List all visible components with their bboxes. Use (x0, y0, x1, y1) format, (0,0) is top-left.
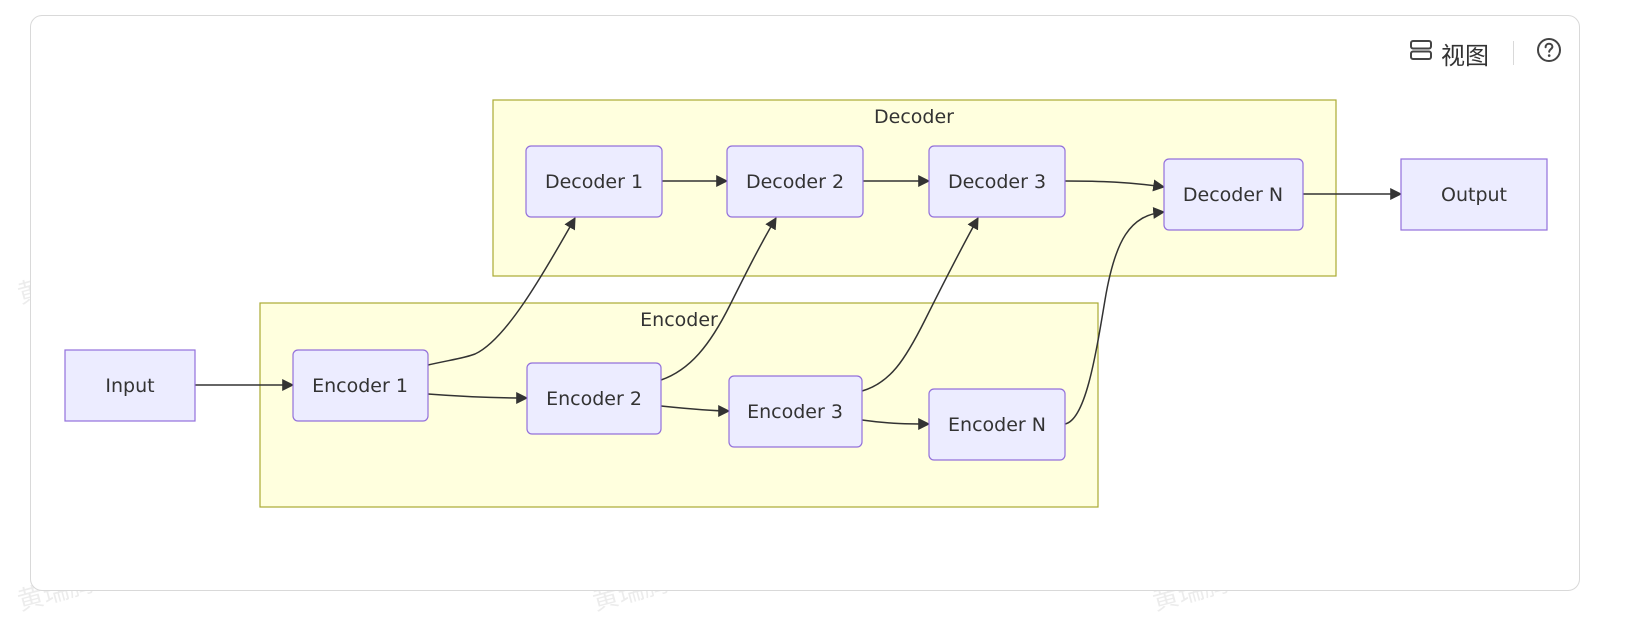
edge-encoder3-encoderN (861, 417, 931, 430)
node-decoder-2-label: Decoder 2 (746, 171, 844, 193)
edge-encoder2-encoder3 (660, 404, 731, 417)
node-encoder-3[interactable]: Encoder 3 (728, 375, 863, 448)
edge-encoder2-decoder2 (660, 216, 777, 381)
view-button-label: 视图 (1441, 41, 1489, 70)
edge-decoder3-decoderN (1064, 179, 1166, 192)
node-encoder-n-label: Encoder N (948, 414, 1046, 436)
node-output[interactable]: Output (1400, 158, 1548, 231)
node-encoder-n[interactable]: Encoder N (928, 388, 1066, 461)
node-input[interactable]: Input (64, 349, 196, 422)
edge-encoder1-decoder1 (427, 216, 576, 366)
node-decoder-1[interactable]: Decoder 1 (525, 145, 663, 218)
node-decoder-n-label: Decoder N (1183, 184, 1283, 206)
node-input-label: Input (105, 375, 154, 397)
node-encoder-1[interactable]: Encoder 1 (292, 349, 429, 422)
node-encoder-2[interactable]: Encoder 2 (526, 362, 662, 435)
node-encoder-1-label: Encoder 1 (312, 375, 408, 397)
node-decoder-2[interactable]: Decoder 2 (726, 145, 864, 218)
view-button[interactable]: 视图 (1409, 36, 1489, 71)
node-decoder-1-label: Decoder 1 (545, 171, 643, 193)
edge-encoderN-decoderN (1064, 206, 1166, 425)
edge-encoder3-decoder3 (861, 216, 979, 392)
toolbar-divider (1513, 41, 1514, 65)
help-button[interactable] (1536, 37, 1562, 69)
node-decoder-n[interactable]: Decoder N (1163, 158, 1304, 231)
node-encoder-2-label: Encoder 2 (546, 388, 642, 410)
node-output-label: Output (1441, 184, 1507, 206)
layout-rows-icon (1409, 39, 1433, 67)
encoder-cluster-label: Encoder (640, 309, 718, 331)
decoder-cluster-label: Decoder (874, 106, 954, 128)
edge-encoder1-encoder2 (427, 391, 529, 404)
diagram-toolbar: 视图 (1409, 36, 1562, 71)
node-decoder-3[interactable]: Decoder 3 (928, 145, 1066, 218)
node-encoder-3-label: Encoder 3 (747, 401, 843, 423)
node-decoder-3-label: Decoder 3 (948, 171, 1046, 193)
help-circle-icon (1536, 37, 1562, 69)
